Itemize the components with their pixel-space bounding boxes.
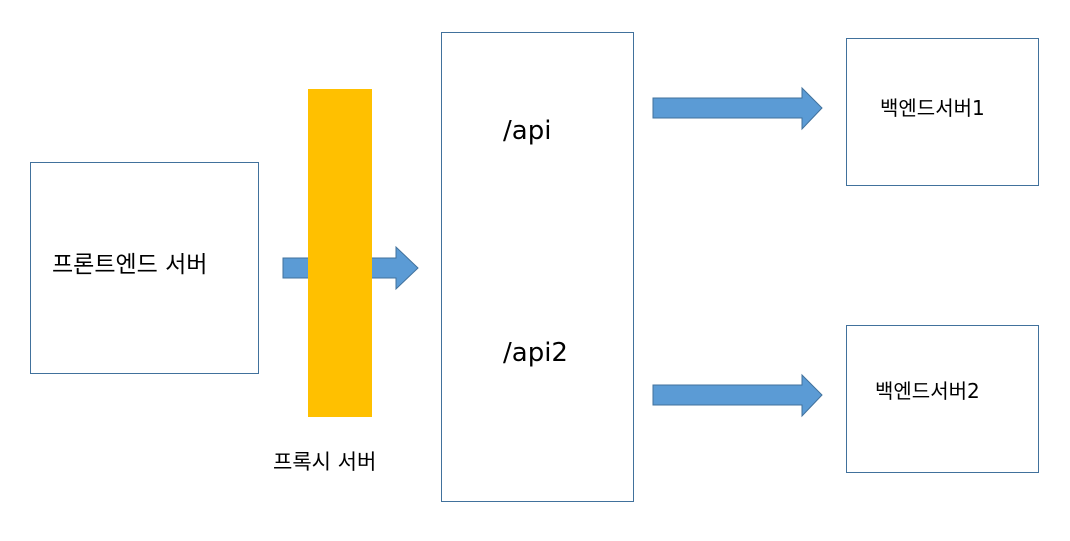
route-api2-label: /api2 <box>503 338 568 368</box>
proxy-server-label: 프록시 서버 <box>273 450 377 474</box>
proxy-server-bar <box>308 89 372 417</box>
api2-to-backend2-arrow <box>652 373 823 418</box>
api-router-box <box>441 32 634 502</box>
route-api-label: /api <box>503 116 552 146</box>
backend-server-2-box <box>846 325 1039 473</box>
frontend-server-box <box>30 162 259 374</box>
backend-server-1-box <box>846 38 1039 186</box>
api-to-backend1-arrow <box>652 86 823 131</box>
backend-server-1-label: 백엔드서버1 <box>880 96 985 120</box>
backend-server-2-label: 백엔드서버2 <box>875 379 980 403</box>
frontend-server-label: 프론트엔드 서버 <box>52 252 208 278</box>
